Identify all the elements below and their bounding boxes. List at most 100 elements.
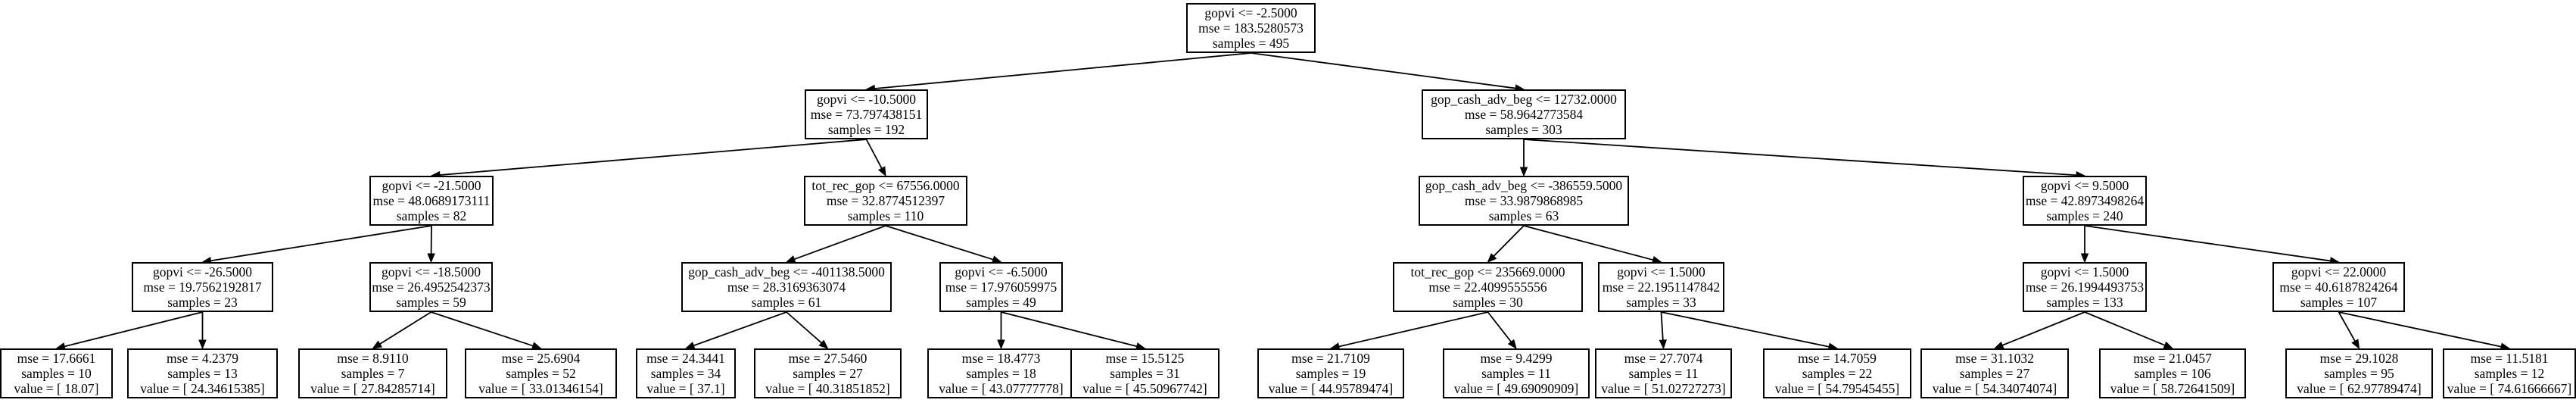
- node-box: [1070, 348, 1219, 398]
- node-mse-text: mse = 22.4099555556: [1428, 280, 1547, 295]
- node-mse-text: mse = 11.5181: [2470, 351, 2548, 366]
- node-box: [369, 262, 493, 312]
- node-samples-text: samples = 240: [2046, 208, 2123, 223]
- tree-edge: [2338, 311, 2356, 342]
- node-samples-text: samples = 495: [1213, 36, 1289, 51]
- node-mse-text: mse = 29.1028: [2320, 351, 2399, 366]
- edge-arrowhead: [531, 342, 542, 350]
- node-value-text: value = [ 58.72641509]: [2110, 381, 2235, 396]
- tree-edge: [431, 311, 534, 347]
- edge-arrowhead: [2080, 253, 2089, 264]
- node-mse-text: mse = 25.6904: [502, 351, 581, 366]
- tree-edge: [1251, 52, 1516, 89]
- node-split-text: gop_cash_adv_beg <= -386559.5000: [1425, 178, 1623, 193]
- node-mse-text: mse = 28.3169363074: [727, 280, 846, 295]
- node-split-text: gop_cash_adv_beg <= -401138.5000: [688, 264, 885, 280]
- node-split-text: gopvi <= 1.5000: [2041, 264, 2129, 280]
- node-value-text: value = [ 54.79545455]: [1775, 381, 1899, 396]
- edge-arrowhead: [997, 339, 1005, 350]
- node-samples-text: samples = 82: [397, 208, 467, 223]
- node-split-text: gopvi <= -10.5000: [817, 92, 916, 107]
- node-box: [754, 348, 902, 398]
- node-split-text: gopvi <= 1.5000: [1617, 264, 1705, 280]
- node-split-text: gopvi <= -6.5000: [955, 264, 1048, 280]
- node-box: [369, 176, 494, 226]
- node-box: [804, 176, 967, 226]
- node-box: [1186, 3, 1316, 53]
- node-samples-text: samples = 27: [1960, 366, 2030, 381]
- node-value-text: value = [ 54.34074074]: [1933, 381, 2057, 396]
- node-box: [1443, 348, 1590, 398]
- edge-arrowhead: [684, 342, 696, 350]
- node-mse-text: mse = 19.7562192817: [143, 280, 261, 295]
- node-box: [1598, 262, 1724, 312]
- node-samples-text: samples = 192: [828, 122, 905, 137]
- node-samples-text: samples = 49: [966, 295, 1036, 310]
- edge-arrowhead: [1507, 339, 1517, 350]
- node-split-text: gopvi <= -26.5000: [153, 264, 252, 280]
- node-box: [127, 348, 278, 398]
- node-mse-text: mse = 27.7074: [1624, 351, 1703, 366]
- node-samples-text: samples = 13: [167, 366, 238, 381]
- node-box: [465, 348, 617, 398]
- node-mse-text: mse = 73.797438151: [811, 107, 922, 122]
- node-split-text: gopvi <= -18.5000: [382, 264, 481, 280]
- node-box: [1393, 262, 1583, 312]
- node-box: [636, 348, 736, 398]
- node-box: [1920, 348, 2069, 398]
- node-value-text: value = [ 45.50967742]: [1082, 381, 1207, 396]
- node-mse-text: mse = 48.0689173111: [373, 193, 491, 208]
- node-value-text: value = [ 43.07777778]: [939, 381, 1063, 396]
- node-mse-text: mse = 8.9110: [337, 351, 409, 366]
- node-mse-text: mse = 26.1994493753: [2026, 280, 2144, 295]
- node-value-text: value = [ 33.01346154]: [478, 381, 603, 396]
- edge-arrowhead: [198, 339, 207, 350]
- node-mse-text: mse = 40.6187824264: [2279, 280, 2397, 295]
- node-box: [1763, 348, 1911, 398]
- node-samples-text: samples = 11: [1629, 366, 1699, 381]
- node-mse-text: mse = 15.5125: [1106, 351, 1185, 366]
- node-samples-text: samples = 31: [1110, 366, 1180, 381]
- node-box: [1419, 176, 1629, 226]
- tree-edge: [865, 139, 883, 169]
- node-samples-text: samples = 18: [966, 366, 1036, 381]
- edge-arrowhead: [2351, 339, 2360, 350]
- node-box: [1595, 348, 1732, 398]
- node-split-text: tot_rec_gop <= 235669.0000: [1411, 264, 1565, 280]
- tree-edge: [2338, 311, 2502, 348]
- node-mse-text: mse = 42.8973498264: [2026, 193, 2144, 208]
- node-samples-text: samples = 19: [1296, 366, 1366, 381]
- edge-arrowhead: [1519, 167, 1528, 177]
- tree-edge: [794, 225, 886, 261]
- edge-arrowhead: [1993, 341, 2004, 349]
- node-split-text: gopvi <= -21.5000: [382, 178, 481, 193]
- node-samples-text: samples = 110: [848, 208, 924, 223]
- node-box: [805, 89, 928, 139]
- node-samples-text: samples = 63: [1489, 208, 1559, 223]
- node-samples-text: samples = 95: [2324, 366, 2394, 381]
- node-split-text: tot_rec_gop <= 67556.0000: [811, 178, 959, 193]
- node-samples-text: samples = 52: [506, 366, 576, 381]
- edge-arrowhead: [1487, 253, 1497, 263]
- node-split-text: gopvi <= 9.5000: [2041, 178, 2129, 193]
- node-box: [0, 348, 113, 398]
- tree-edge: [210, 225, 432, 262]
- node-mse-text: mse = 24.3441: [646, 351, 725, 366]
- node-samples-text: samples = 59: [396, 295, 466, 310]
- node-samples-text: samples = 61: [752, 295, 822, 310]
- node-mse-text: mse = 21.7109: [1291, 351, 1370, 366]
